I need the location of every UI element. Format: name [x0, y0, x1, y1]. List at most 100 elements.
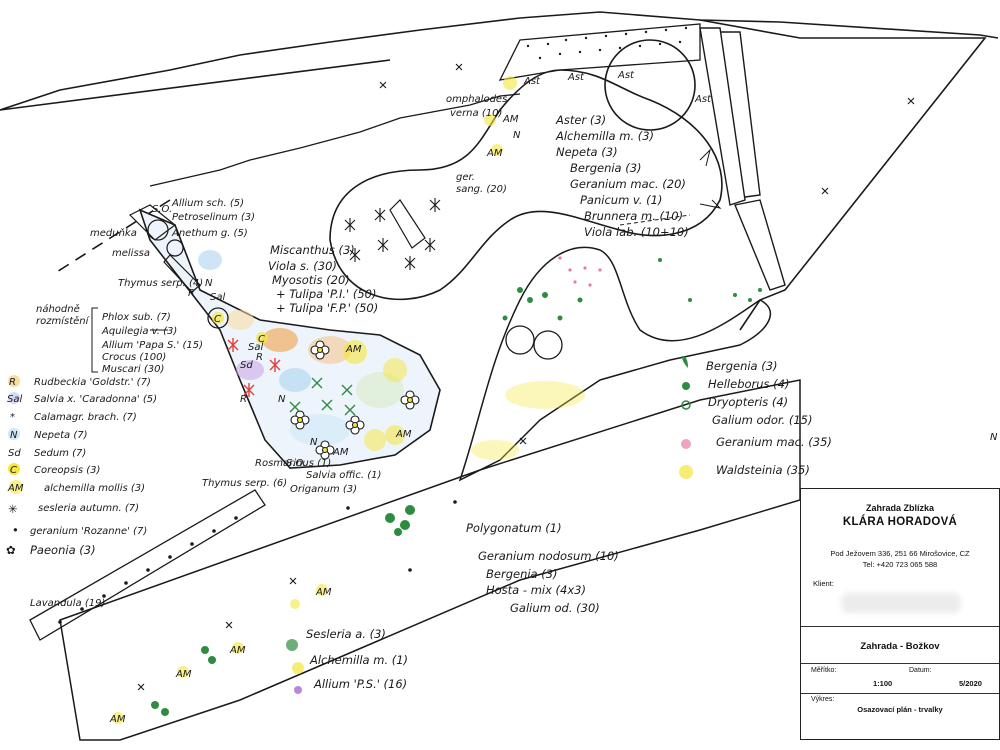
label-petroselinum: Petroselinum (3) [172, 212, 255, 223]
label-anethum: Anethum g. (5) [171, 228, 248, 239]
round-bed-top [604, 39, 696, 131]
miscanthus-labels: Miscanthus (3) Viola s. (30) Myosotis (2… [268, 243, 378, 315]
bulb-item: Muscari (30) [102, 364, 164, 375]
top-right-list: Aster (3) Alchemilla m. (3) Nepeta (3) B… [555, 113, 689, 239]
paeonia-flowers [290, 340, 420, 460]
bed-item: Geranium mac. (20) [570, 177, 686, 191]
helleborus-symbol [682, 382, 690, 390]
so-marker-top: S.O. [152, 204, 172, 215]
label-melissa: melissa [112, 248, 150, 259]
ast-marker-1: Ast [523, 76, 541, 87]
label-rozmisteni: rozmístění [36, 315, 90, 327]
legend-symbol: • [12, 523, 19, 537]
date-value: 5/2020 [959, 679, 982, 688]
label-salvia-offic: Salvia offic. (1) [306, 470, 381, 481]
bed-item: Nepeta (3) [556, 145, 618, 159]
legend-text: Salvia x. 'Caradonna' (5) [34, 394, 157, 405]
bulb-item: Allium 'Papa S.' (15) [101, 340, 203, 351]
top-bed-labels: omphalodes verna (10) ger. sang. (20) [446, 94, 507, 195]
fence-line [149, 93, 521, 187]
label-thymus-bottom: Thymus serp. (6) [202, 478, 287, 489]
misc-item: + Tulipa 'F.P.' (50) [276, 301, 378, 315]
address: Pod Ježovem 336, 251 66 Mirošovice, CZ [830, 549, 970, 558]
legend-text: Coreopsis (3) [34, 465, 100, 476]
n-marker-2: N [278, 394, 286, 405]
legend-symbol: Sal [7, 394, 22, 405]
ast-marker-2: Ast [567, 72, 585, 83]
dryopteris-symbol [681, 400, 691, 410]
project-name: Zahrada - Božkov [860, 641, 940, 652]
legend-text: Rudbeckia 'Goldstr.' (7) [34, 377, 151, 388]
shade-item: Geranium nodosum (10) [478, 549, 619, 563]
legend-text: geranium 'Rozanne' (7) [30, 526, 147, 537]
sesleria-symbol [286, 639, 298, 651]
divider [801, 693, 999, 694]
right-item: Dryopteris (4) [708, 395, 788, 409]
misc-item: Miscanthus (3) [270, 243, 355, 257]
wavy-bed-top [329, 69, 723, 301]
bulb-item: Phlox sub. (7) [102, 312, 171, 323]
c-marker-1: C [214, 314, 221, 325]
calamagrostis-marks [227, 338, 281, 397]
sd-marker-1: Sd [240, 360, 253, 371]
shrub-circle [207, 307, 229, 329]
sheet-name: Osazovací plán - trvalky [857, 705, 943, 714]
divider [801, 626, 999, 627]
phone: Tel: +420 723 065 588 [862, 560, 938, 569]
label-origanum: Origanum (3) [290, 484, 357, 495]
right-labels: Bergenia (3) Helleborus (4) Dryopteris (… [679, 356, 832, 479]
bracket [91, 307, 98, 373]
lavender-dots [58, 516, 238, 624]
legend-text: sesleria autumn. (7) [38, 503, 139, 514]
bottom-labels: Sesleria a. (3) Alchemilla m. (1) Allium… [286, 627, 408, 694]
alchemilla-symbol [292, 662, 304, 674]
herb-labels: meduňka melissa Allium sch. (5) Petrosel… [90, 198, 255, 289]
legend-swatch [9, 480, 23, 494]
right-item: Helleborus (4) [708, 377, 789, 391]
bed-item: Panicum v. (1) [580, 193, 662, 207]
bulb-item: Aquilegia v. (3) [101, 326, 177, 337]
legend: R Rudbeckia 'Goldstr.' (7) Sal Salvia x.… [6, 375, 157, 557]
label-verna: verna (10) [450, 108, 502, 119]
bed-item: Alchemilla m. (3) [555, 129, 654, 143]
bulb-item: Crocus (100) [102, 352, 166, 363]
bottom-item: Sesleria a. (3) [306, 627, 386, 641]
sesleria-marks [289, 377, 356, 416]
am-marker-5: AM [332, 447, 349, 458]
geranium-symbol [681, 439, 691, 449]
c-marker-2: C [258, 334, 265, 345]
scale-label: Měřítko: [811, 667, 837, 674]
so-marker-bottom: S.O. [286, 458, 306, 469]
label-thymus-top: Thymus serp. (4) [118, 278, 203, 289]
stepping-stone [533, 330, 563, 360]
legend-symbol: R [9, 377, 16, 388]
bench [389, 199, 426, 249]
divider [801, 663, 999, 664]
legend-text: Sedum (7) [34, 448, 86, 459]
label-sang: sang. (20) [456, 184, 507, 195]
shade-item: Galium od. (30) [510, 601, 600, 615]
misc-item: + Tulipa 'P.I.' (50) [276, 287, 376, 301]
am-marker-3: AM [345, 344, 362, 355]
n-marker-3: N [310, 437, 318, 448]
r-marker-3: R [240, 394, 247, 405]
legend-swatch [8, 428, 20, 440]
legend-symbol: ✿ [6, 543, 16, 557]
right-item: Waldsteinia (35) [716, 463, 810, 477]
legend-symbol: ✳ [8, 502, 18, 516]
am-marker-9: AM [109, 714, 126, 725]
lavender-strip [29, 489, 266, 641]
legend-symbol: C [10, 465, 17, 476]
n-marker-4: N [513, 130, 521, 141]
am-marker-7: AM [229, 645, 246, 656]
misc-item: Myosotis (20) [272, 273, 350, 287]
title-block: Zahrada Zblízka KLÁRA HORADOVÁ Pod Ježov… [800, 488, 1000, 740]
shade-plants [502, 258, 762, 321]
legend-text: alchemilla mollis (3) [44, 483, 145, 494]
legend-symbol: Sd [8, 448, 21, 459]
bottom-item: Alchemilla m. (1) [309, 653, 408, 667]
am-marker-6: AM [315, 587, 332, 598]
bed-item: Brunnera m. (10) [584, 209, 683, 223]
sal-marker-1: Sal [210, 292, 225, 303]
